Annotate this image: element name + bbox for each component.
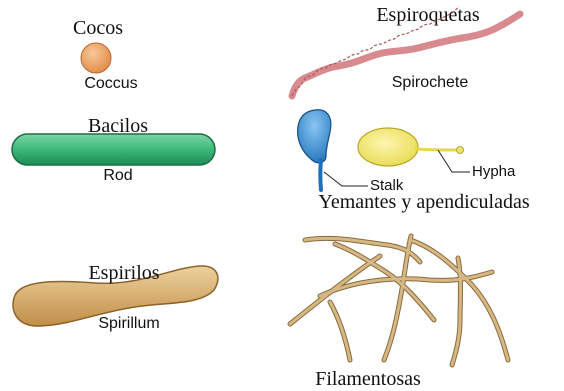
label-filamentosas: Filamentosas	[315, 368, 421, 390]
label-yemantes: Yemantes y apendiculadas	[318, 191, 529, 213]
label-espirilos: Espirilos	[88, 262, 159, 284]
label-espiroquetas: Espiroquetas	[376, 4, 480, 26]
filamentous-cells	[290, 236, 508, 365]
stalk-leader-line	[324, 172, 368, 186]
hypha-filament	[416, 149, 458, 150]
label-spirochete: Spirochete	[392, 74, 469, 91]
hypha-cell-body	[358, 128, 418, 166]
stalked-cell	[298, 110, 331, 163]
coccus-cell	[81, 43, 111, 73]
label-coccus: Coccus	[84, 75, 137, 92]
label-cocos: Cocos	[73, 17, 123, 39]
hypha-bud	[457, 147, 464, 154]
label-rod: Rod	[103, 167, 132, 184]
stalk	[320, 160, 321, 190]
label-hypha: Hypha	[472, 163, 516, 180]
label-spirillum: Spirillum	[98, 315, 159, 332]
rod-cell	[12, 134, 215, 165]
hypha-leader-line	[438, 150, 470, 172]
